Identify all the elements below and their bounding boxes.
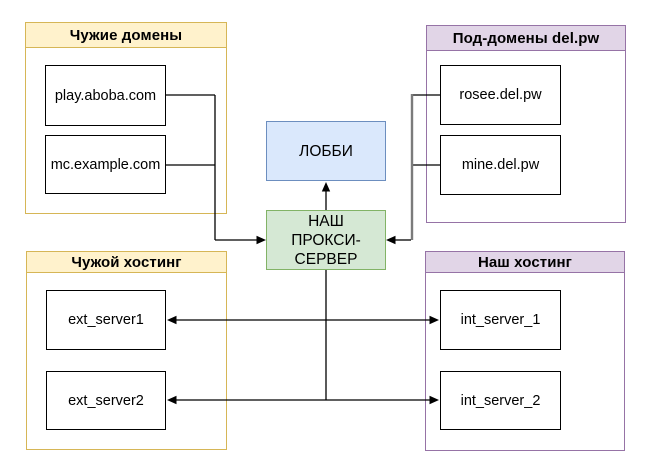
node-int-server-2: int_server_2 bbox=[440, 371, 561, 430]
node-ext-server1: ext_server1 bbox=[46, 290, 166, 350]
group-foreign-hosting-title: Чужой хостинг bbox=[27, 252, 226, 273]
group-our-hosting: Наш хостинг int_server_1 int_server_2 bbox=[425, 251, 625, 451]
arrowhead-into-proxy-left bbox=[256, 235, 266, 245]
arrowhead-into-lobby bbox=[321, 182, 331, 192]
proxy-server-box: НАШ ПРОКСИ- СЕРВЕР bbox=[266, 210, 386, 270]
group-foreign-domains: Чужие домены play.aboba.com mc.example.c… bbox=[25, 22, 227, 214]
node-mine-del-pw: mine.del.pw bbox=[440, 135, 561, 195]
node-mc-example-com: mc.example.com bbox=[45, 135, 166, 194]
node-ext-server2: ext_server2 bbox=[46, 371, 166, 430]
group-subdomains-title: Под-домены del.pw bbox=[427, 26, 625, 51]
arrowhead-into-proxy-right bbox=[386, 235, 396, 245]
node-int-server-1: int_server_1 bbox=[440, 290, 561, 350]
group-subdomains: Под-домены del.pw rosee.del.pw mine.del.… bbox=[426, 25, 626, 223]
group-foreign-domains-title: Чужие домены bbox=[26, 23, 226, 48]
node-play-aboba-com: play.aboba.com bbox=[45, 65, 166, 126]
group-foreign-hosting: Чужой хостинг ext_server1 ext_server2 bbox=[26, 251, 227, 450]
lobby-box: ЛОББИ bbox=[266, 121, 386, 181]
connector-proxy-to-lobby bbox=[321, 182, 331, 210]
node-rosee-del-pw: rosee.del.pw bbox=[440, 65, 561, 125]
group-our-hosting-title: Наш хостинг bbox=[426, 252, 624, 273]
